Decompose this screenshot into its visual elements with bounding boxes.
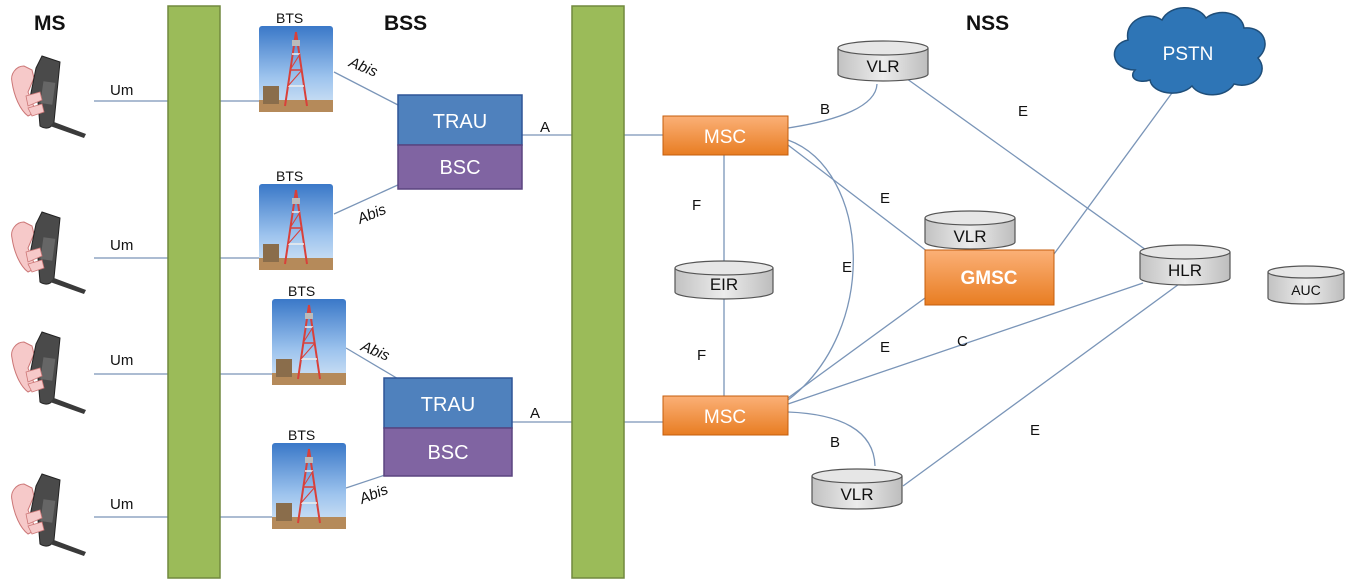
interface-bar-a [571, 5, 625, 579]
trau-label: TRAU [421, 394, 475, 416]
e-link-vlr-hlr [902, 75, 1161, 261]
a-label: A [530, 405, 540, 422]
bts-tower-icon [258, 183, 334, 271]
abis-link-2 [333, 183, 401, 215]
eir-label: EIR [710, 275, 738, 294]
e-label: E [880, 190, 890, 207]
auc-database: AUC [1267, 265, 1345, 305]
f-label: F [692, 197, 701, 214]
abis-label: Abis [354, 201, 389, 228]
e-label: E [880, 339, 890, 356]
b-label: B [820, 101, 830, 118]
trau-label: TRAU [433, 111, 487, 133]
section-ms: MS [34, 12, 66, 35]
e-link-vlr-hlr-2 [902, 275, 1191, 487]
auc-label: AUC [1291, 282, 1321, 298]
bts-label: BTS [288, 283, 315, 299]
e-label: E [1018, 103, 1028, 120]
b-link-2 [787, 411, 876, 467]
bts-tower-icon [271, 442, 347, 530]
a-label: A [540, 119, 550, 136]
bts-label: BTS [276, 168, 303, 184]
msc-box [662, 395, 789, 436]
eir-database: EIR [674, 260, 774, 300]
gmsc-pstn-link [1053, 81, 1181, 255]
b-label: B [830, 434, 840, 451]
vlr-label: VLR [840, 485, 873, 504]
f-label: F [697, 347, 706, 364]
pstn-label: PSTN [1163, 44, 1214, 65]
e-link-msc-gmsc [787, 144, 929, 253]
links [94, 71, 1191, 518]
gmsc-box [924, 249, 1055, 306]
c-label: C [957, 333, 968, 350]
msc-box [662, 115, 789, 156]
trau-box [383, 377, 513, 429]
trau-bsc-stack-2: TRAU BSC [383, 377, 513, 477]
abis-label: Abis [358, 338, 393, 365]
b-link-1 [787, 83, 878, 129]
pstn-cloud: PSTN [1113, 7, 1266, 96]
c-link [787, 282, 1144, 405]
bsc-label: BSC [439, 157, 480, 179]
bts-label: BTS [288, 427, 315, 443]
um-label: Um [110, 82, 133, 99]
vlr-label: VLR [953, 227, 986, 246]
um-label: Um [110, 352, 133, 369]
e-link-gmsc-msc [787, 297, 926, 399]
bts-tower-icon [271, 298, 347, 386]
bsc-label: BSC [427, 442, 468, 464]
mobile-phone-icon [11, 473, 87, 557]
bts-label: BTS [276, 10, 303, 26]
msc-label: MSC [704, 127, 746, 148]
gmsc-label: GMSC [961, 268, 1018, 289]
vlr-database: VLR [811, 468, 903, 510]
interface-bar-um [167, 5, 221, 579]
bsc-box [383, 427, 513, 477]
hlr-database: HLR [1139, 244, 1231, 286]
hlr-label: HLR [1168, 261, 1202, 280]
trau-bsc-stack-1: TRAU BSC [397, 94, 523, 190]
abis-link-3 [345, 347, 401, 381]
e-label: E [842, 259, 852, 276]
abis-link-1 [333, 71, 401, 107]
vlr-label: VLR [866, 57, 899, 76]
bsc-box [397, 144, 523, 190]
bts-tower-icon [258, 25, 334, 113]
um-label: Um [110, 237, 133, 254]
abis-label: Abis [346, 54, 381, 81]
section-nss: NSS [966, 12, 1009, 35]
vlr-database: VLR [924, 210, 1016, 250]
trau-box [397, 94, 523, 146]
e-link-msc-msc [787, 139, 854, 401]
mobile-phone-icon [11, 211, 87, 295]
mobile-phone-icon [11, 331, 87, 415]
mobile-phone-icon [11, 55, 87, 139]
e-label: E [1030, 422, 1040, 439]
um-label: Um [110, 496, 133, 513]
section-bss: BSS [384, 12, 427, 35]
vlr-database: VLR [837, 40, 929, 82]
abis-label: Abis [356, 481, 391, 508]
msc-label: MSC [704, 407, 746, 428]
